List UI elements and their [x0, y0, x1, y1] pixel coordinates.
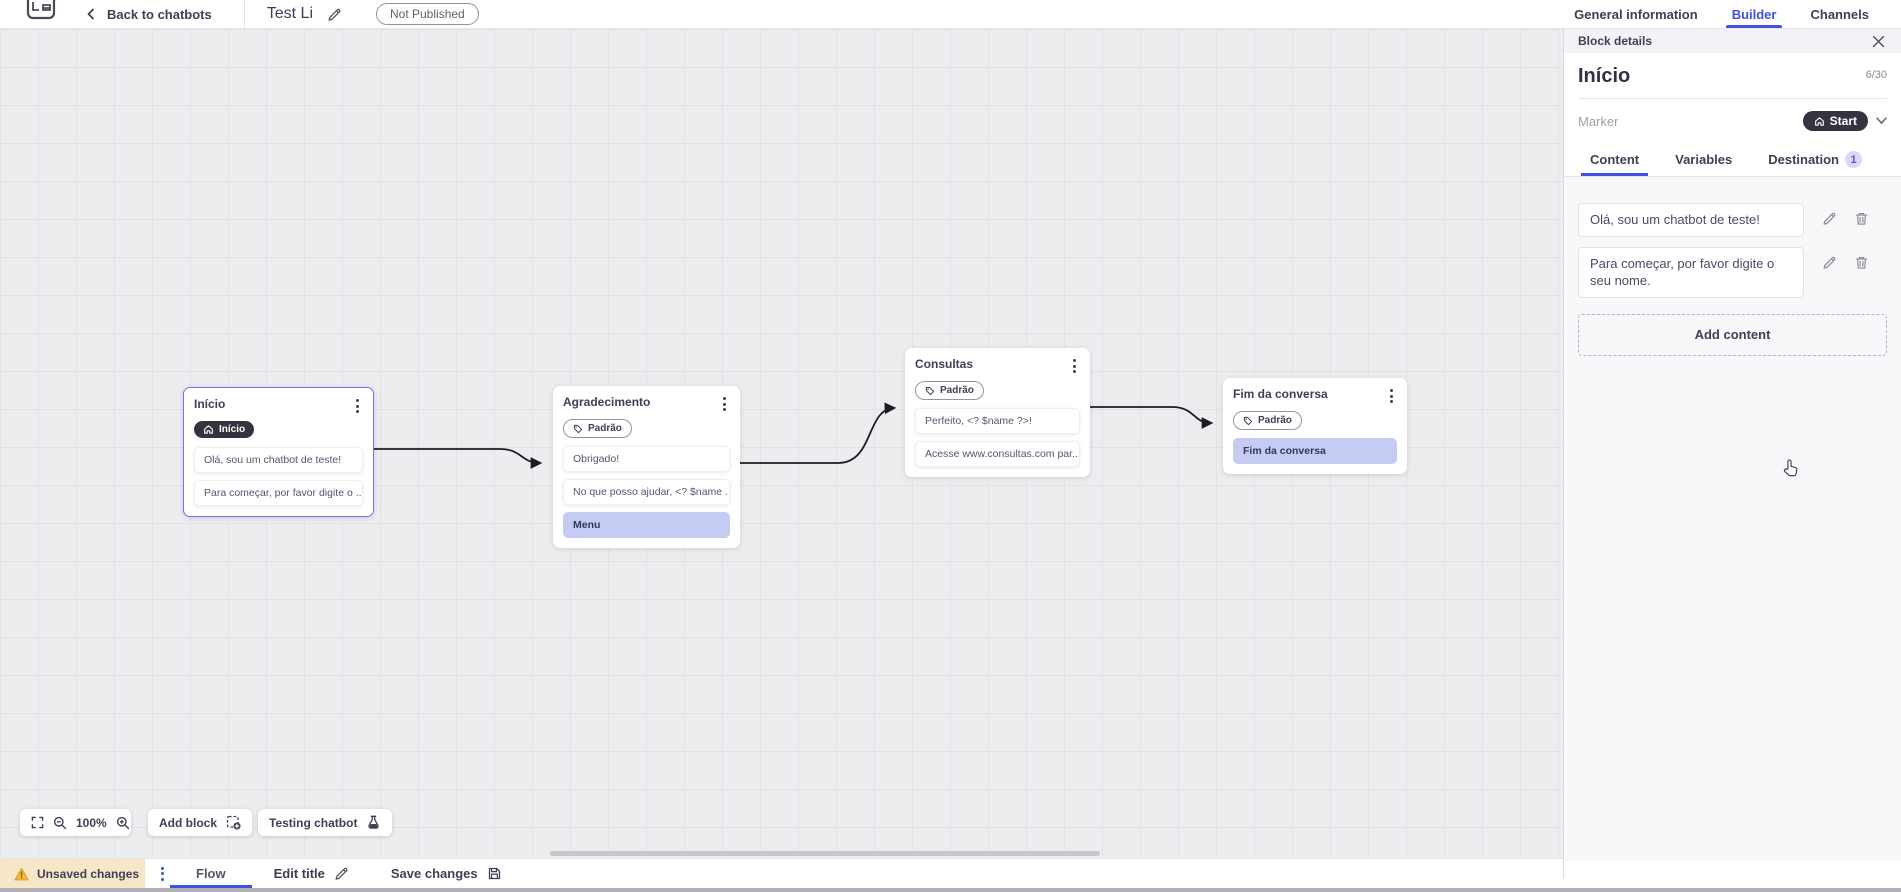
home-icon [1814, 116, 1824, 126]
node-badge-start[interactable]: Início [194, 421, 255, 438]
node-title: Fim da conversa [1233, 387, 1328, 401]
node-title: Início [194, 397, 226, 411]
app-logo-icon [25, 0, 57, 27]
save-changes-button[interactable]: Save changes [391, 866, 502, 881]
unsaved-changes-indicator: Unsaved changes [0, 859, 145, 888]
node-badge-padrao[interactable]: Padrão [1233, 411, 1302, 430]
node-menu-icon[interactable] [719, 395, 730, 413]
add-block-button[interactable]: Add block [148, 809, 253, 836]
node-message-item[interactable]: No que posso ajudar, <? $name ... [563, 478, 730, 505]
edit-message-icon[interactable] [1822, 255, 1837, 270]
content-tab-panel: Olá, sou um chatbot de teste! Para começ… [1564, 177, 1901, 861]
zoom-controls: 100% [20, 809, 131, 836]
back-to-chatbots-button[interactable]: Back to chatbots [85, 7, 212, 22]
start-pill: Start [1802, 111, 1868, 131]
window-bottom-edge [0, 888, 1901, 892]
testing-chatbot-label: Testing chatbot [269, 815, 358, 830]
node-title: Agradecimento [563, 395, 651, 409]
tab-channels[interactable]: Channels [1810, 6, 1869, 22]
top-bar: Back to chatbots Test Li Not Published G… [0, 0, 1901, 29]
tab-content[interactable]: Content [1580, 143, 1649, 176]
tab-builder[interactable]: Builder [1725, 0, 1783, 28]
warning-icon [14, 867, 29, 881]
marker-label: Marker [1578, 113, 1619, 129]
flow-node-agradecimento[interactable]: Agradecimento Padrão Obrigado! No que po… [553, 386, 740, 548]
chevron-down-icon [1876, 117, 1887, 125]
status-badge: Not Published [376, 3, 479, 25]
node-badge-padrao[interactable]: Padrão [563, 419, 632, 438]
node-message-item[interactable]: Obrigado! [563, 445, 730, 472]
topbar-divider [243, 0, 245, 29]
fit-screen-icon[interactable] [31, 816, 44, 829]
flow-canvas[interactable]: Início Início Olá, sou um chatbot de tes… [0, 29, 1563, 858]
chevron-left-icon [85, 8, 97, 20]
edit-message-icon[interactable] [1822, 211, 1837, 226]
flask-icon [366, 815, 381, 830]
message-row: Olá, sou um chatbot de teste! [1578, 203, 1887, 238]
tab-general-information[interactable]: General information [1574, 6, 1698, 22]
destination-count-badge: 1 [1845, 151, 1863, 168]
block-details-panel: Block details Início 6/30 Marker Start C… [1563, 29, 1901, 878]
builder-tabs: General information Builder Channels [1574, 0, 1901, 28]
node-menu-icon[interactable] [1069, 357, 1080, 375]
panel-header: Block details [1564, 29, 1901, 53]
testing-chatbot-button[interactable]: Testing chatbot [258, 809, 393, 836]
message-card[interactable]: Para começar, por favor digite o seu nom… [1578, 247, 1804, 298]
pencil-icon [334, 866, 349, 881]
node-menu-icon[interactable] [352, 397, 363, 415]
horizontal-scrollbar[interactable] [550, 851, 1100, 856]
zoom-level: 100% [76, 815, 107, 830]
flow-node-inicio[interactable]: Início Início Olá, sou um chatbot de tes… [183, 387, 374, 517]
zoom-in-icon[interactable] [116, 816, 130, 830]
flow-menu-icon[interactable] [155, 863, 170, 885]
edit-title-icon[interactable] [327, 7, 342, 22]
marker-select[interactable]: Start [1802, 111, 1887, 131]
node-message-item[interactable]: Acesse www.consultas.com par... [915, 440, 1080, 467]
zoom-out-icon[interactable] [53, 816, 67, 830]
node-end-item[interactable]: Fim da conversa [1233, 437, 1397, 464]
delete-message-icon[interactable] [1854, 255, 1869, 270]
back-label: Back to chatbots [107, 6, 212, 22]
panel-header-label: Block details [1578, 34, 1653, 48]
node-badge-padrao[interactable]: Padrão [915, 381, 984, 400]
tag-icon [573, 424, 583, 433]
tab-flow[interactable]: Flow [170, 859, 252, 888]
node-message-item[interactable]: Para começar, por favor digite o ... [194, 480, 363, 506]
node-menu-icon[interactable] [1386, 387, 1397, 405]
divider [1578, 98, 1887, 99]
node-message-item[interactable]: Perfeito, <? $name ?>! [915, 407, 1080, 434]
block-title: Início [1578, 65, 1631, 87]
tab-destination[interactable]: Destination 1 [1768, 143, 1863, 176]
message-row: Para começar, por favor digite o seu nom… [1578, 247, 1887, 298]
node-title: Consultas [915, 357, 974, 371]
edit-title-button[interactable]: Edit title [274, 866, 349, 881]
home-icon [204, 425, 213, 434]
chatbot-title: Test Li [266, 5, 313, 22]
tab-variables[interactable]: Variables [1675, 152, 1733, 167]
close-icon[interactable] [1872, 35, 1885, 48]
node-menu-item[interactable]: Menu [563, 511, 730, 538]
pointer-cursor-icon [1782, 458, 1799, 482]
tag-icon [925, 386, 935, 395]
node-message-item[interactable]: Olá, sou um chatbot de teste! [194, 447, 363, 473]
message-card[interactable]: Olá, sou um chatbot de teste! [1578, 203, 1804, 238]
flow-node-consultas[interactable]: Consultas Padrão Perfeito, <? $name ?>! … [905, 348, 1090, 477]
tag-icon [1243, 416, 1253, 425]
char-counter: 6/30 [1865, 69, 1887, 81]
add-block-label: Add block [159, 815, 218, 830]
add-block-icon [226, 815, 241, 830]
delete-message-icon[interactable] [1854, 211, 1869, 226]
add-content-button[interactable]: Add content [1578, 313, 1887, 356]
panel-tabs: Content Variables Destination 1 [1564, 143, 1901, 177]
flow-node-fim-da-conversa[interactable]: Fim da conversa Padrão Fim da conversa [1223, 378, 1407, 474]
save-icon [487, 866, 502, 881]
bottom-bar: Unsaved changes Flow Edit title Save cha… [0, 858, 1563, 888]
